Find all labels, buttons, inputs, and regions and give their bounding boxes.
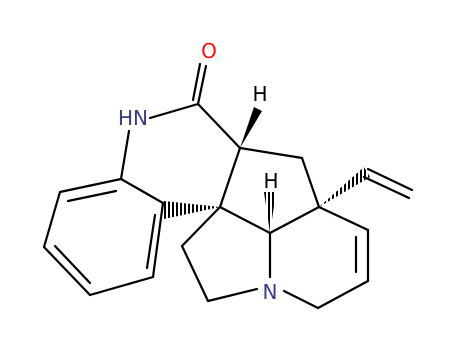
bond	[42, 190, 62, 249]
bond	[145, 213, 157, 270]
oxygen-label: O	[201, 39, 217, 63]
bond	[191, 62, 202, 102]
bond	[316, 279, 370, 310]
bond	[238, 146, 304, 160]
bond	[282, 289, 320, 310]
bond	[366, 167, 414, 192]
bond	[300, 156, 321, 209]
bond	[196, 64, 208, 106]
nitrogen-label: N	[263, 280, 278, 304]
bond	[362, 175, 411, 200]
bond	[88, 275, 155, 297]
bond	[180, 205, 222, 248]
bond	[151, 201, 165, 279]
hashed-bond	[264, 192, 276, 233]
hashed-bond	[164, 201, 220, 219]
bond	[42, 245, 92, 297]
bond	[206, 287, 259, 303]
hydrogen-label-top: H	[252, 82, 267, 106]
bond	[268, 205, 321, 235]
bond	[119, 177, 165, 205]
hydrogen-label-center: H	[263, 169, 278, 193]
bond	[317, 205, 370, 232]
stereo-bonds	[164, 107, 370, 233]
bond	[218, 146, 242, 209]
bond	[53, 244, 92, 285]
nh-label: HN	[118, 106, 148, 130]
bond	[58, 177, 123, 194]
bond	[66, 189, 118, 203]
lactam-ring	[119, 62, 242, 209]
vinyl-group	[362, 167, 414, 200]
benzene-ring	[42, 177, 165, 297]
bond	[196, 102, 242, 150]
hashed-bond	[319, 167, 370, 207]
bond	[148, 102, 200, 120]
bond	[119, 129, 131, 181]
fused-rings	[180, 146, 370, 310]
wedge-bond	[240, 107, 262, 148]
bond	[218, 205, 272, 235]
bond	[180, 244, 210, 303]
